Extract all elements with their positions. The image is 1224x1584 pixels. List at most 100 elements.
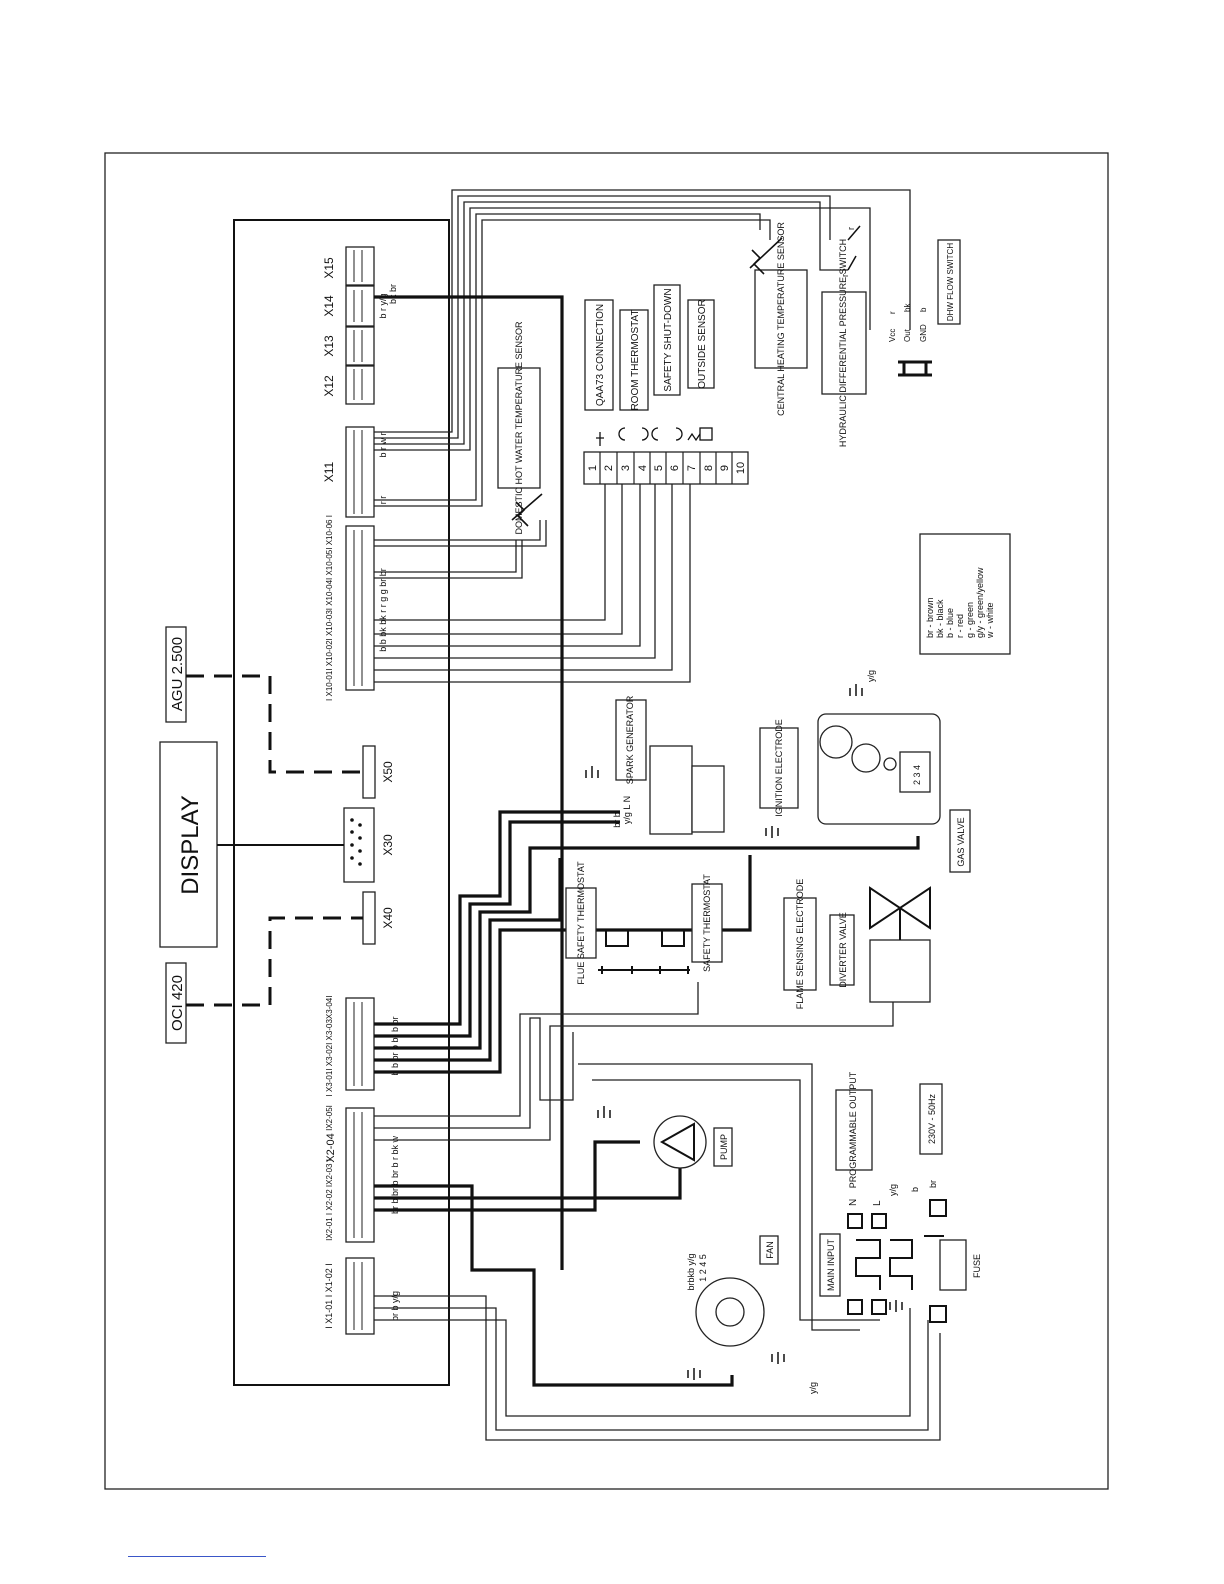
fuse-box (939, 1239, 967, 1291)
x1-label: I X1-01 I X1-02 I (324, 1263, 334, 1329)
oci-box (165, 962, 187, 1044)
terminal-L: L (872, 1200, 883, 1206)
display-label: DISPLAY (177, 795, 204, 895)
x11-wire-labels-a: b r w r (378, 432, 388, 457)
terminal-N: N (848, 1199, 859, 1206)
dhw-sensor-box (497, 367, 541, 489)
safety-shutdown-box (653, 284, 681, 396)
flow-out: Out (903, 328, 912, 342)
x10-wire-labels: b b bk bk r r g g br br (378, 568, 388, 652)
connector-row-bottom (345, 997, 375, 1335)
gas-valve-yg: y/g (866, 670, 876, 682)
svg-text:8: 8 (703, 465, 715, 471)
thermostat-symbols (598, 929, 690, 974)
safety-thermostat-box (691, 883, 723, 963)
display-panel (159, 741, 218, 948)
svg-text:3: 3 (620, 465, 632, 471)
room-thermostat-label: ROOM THERMOSTAT (630, 309, 641, 410)
terminal-block (583, 451, 749, 485)
svg-text:w - white: w - white (985, 602, 995, 639)
fuse-label: FUSE (972, 1254, 982, 1278)
terminal-strip (847, 1199, 947, 1323)
power-yg: y/g (888, 1184, 898, 1196)
flow-vcc: Vcc (888, 329, 897, 342)
x14-wire-labels: b r y/g (378, 293, 388, 318)
pressure-switch-label: HYDRAULIC DIFFERENTIAL PRESSURE SWITCH (838, 239, 848, 447)
x2b-label: X2-04 (325, 1133, 337, 1162)
x40-label: X40 (381, 907, 395, 929)
earth-yg: y/g (808, 1382, 818, 1394)
x12-label: X12 (322, 375, 336, 397)
dhw-flow-switch-label: DHW FLOW SWITCH (946, 243, 955, 321)
ch-sensor-box (754, 269, 808, 369)
x15-label: X15 (322, 257, 336, 279)
x30-connector (343, 807, 375, 883)
fan-wires: brbkb y/g (686, 1253, 696, 1290)
spark-generator-body (649, 745, 693, 835)
flue-thermostat-label: FLUE SAFETY THERMOSTAT (576, 861, 586, 985)
flame-electrode-box (783, 897, 817, 991)
flow-bk: bk (903, 303, 912, 312)
ch-sensor-label: CENTRAL HEATING TEMPERATURE SENSOR (776, 222, 786, 416)
svg-text:10: 10 (735, 462, 747, 474)
svg-text:9: 9 (719, 465, 731, 471)
ignition-electrode-label: IGNITION ELECTRODE (774, 719, 784, 817)
svg-text:5: 5 (653, 465, 665, 471)
power-label: 230V - 50Hz (927, 1093, 937, 1144)
qaa73-label: QAA73 CONNECTION (595, 304, 606, 406)
safety-shutdown-label: SAFETY SHUT-DOWN (663, 288, 674, 391)
fan-pins: 1 2 4 5 (698, 1254, 708, 1282)
ground-icons (585, 684, 903, 1380)
agu-label: AGU 2.500 (169, 637, 186, 711)
pump-label-box (713, 1127, 733, 1167)
main-input-box (819, 1233, 841, 1297)
color-legend (919, 533, 1011, 655)
x13-label: X13 (322, 335, 336, 357)
sensor-wires (374, 189, 911, 683)
programmable-output-label: PROGRAMMABLE OUTPUT (848, 1071, 858, 1188)
x14-label: X14 (322, 295, 336, 317)
flow-b: b (919, 307, 928, 312)
x50-label: X50 (381, 761, 395, 783)
x2c-label: IX2-05I (325, 1105, 334, 1131)
svg-text:g/y - green/yellow: g/y - green/yellow (975, 567, 985, 638)
x2-wire-labels: br b br b br b r bk w (390, 1135, 400, 1214)
power-b: b (910, 1187, 920, 1192)
svg-text:br - brown: br - brown (925, 597, 935, 638)
svg-text:4: 4 (637, 465, 649, 471)
spark-wires: br b (612, 812, 622, 828)
x3-wire-labels: b b br b br b br (390, 1016, 400, 1075)
x11-label: X11 (322, 461, 336, 482)
x14-wire-labels-2: bk br (388, 284, 398, 304)
ch-sensor-symbol (749, 237, 783, 275)
pressure-switch-r-top: r (846, 227, 856, 230)
x10-label: I X10-01I X10-02I X10-03I X10-04I X10-05… (325, 515, 334, 701)
terminal-numbers: 1 2 3 4 5 6 7 8 9 10 (587, 462, 747, 474)
x3-label: I X3-01I X3-02I X3-03X3-04I (325, 996, 334, 1097)
ignition-electrode-box (759, 727, 799, 809)
svg-text:1: 1 (587, 465, 599, 471)
diverter-valve-actuator (869, 939, 931, 1003)
terminal-symbols (596, 427, 713, 446)
pressure-switch-r-bottom: r (840, 274, 850, 277)
room-thermostat-box (619, 309, 649, 411)
gas-valve-drawing (817, 713, 941, 825)
x40-connector (362, 891, 376, 945)
dhw-sensor-symbol (511, 493, 543, 527)
pcb-board (233, 219, 450, 1386)
legend-entries: br - brown bk - black b - blue r - red g… (925, 567, 995, 639)
svg-text:r - red: r - red (955, 614, 965, 638)
svg-text:6: 6 (669, 465, 681, 471)
spark-generator-cap (691, 765, 725, 833)
x2a-label: IX2-01 I X2-02 IX2-03 I (325, 1159, 334, 1241)
oci-bus (186, 916, 363, 1007)
programmable-output-box (835, 1089, 873, 1171)
qaa73-box (584, 299, 614, 411)
dhw-sensor-label: DOMESTIC HOT WATER TEMPERATURE SENSOR (514, 321, 524, 535)
pump-label: PUMP (719, 1134, 729, 1160)
power-br: br (928, 1180, 938, 1188)
safety-thermostat-label: SAFETY THERMOSTAT (702, 874, 712, 972)
connector-row-top (345, 246, 375, 691)
gas-valve-label-box (949, 809, 971, 873)
